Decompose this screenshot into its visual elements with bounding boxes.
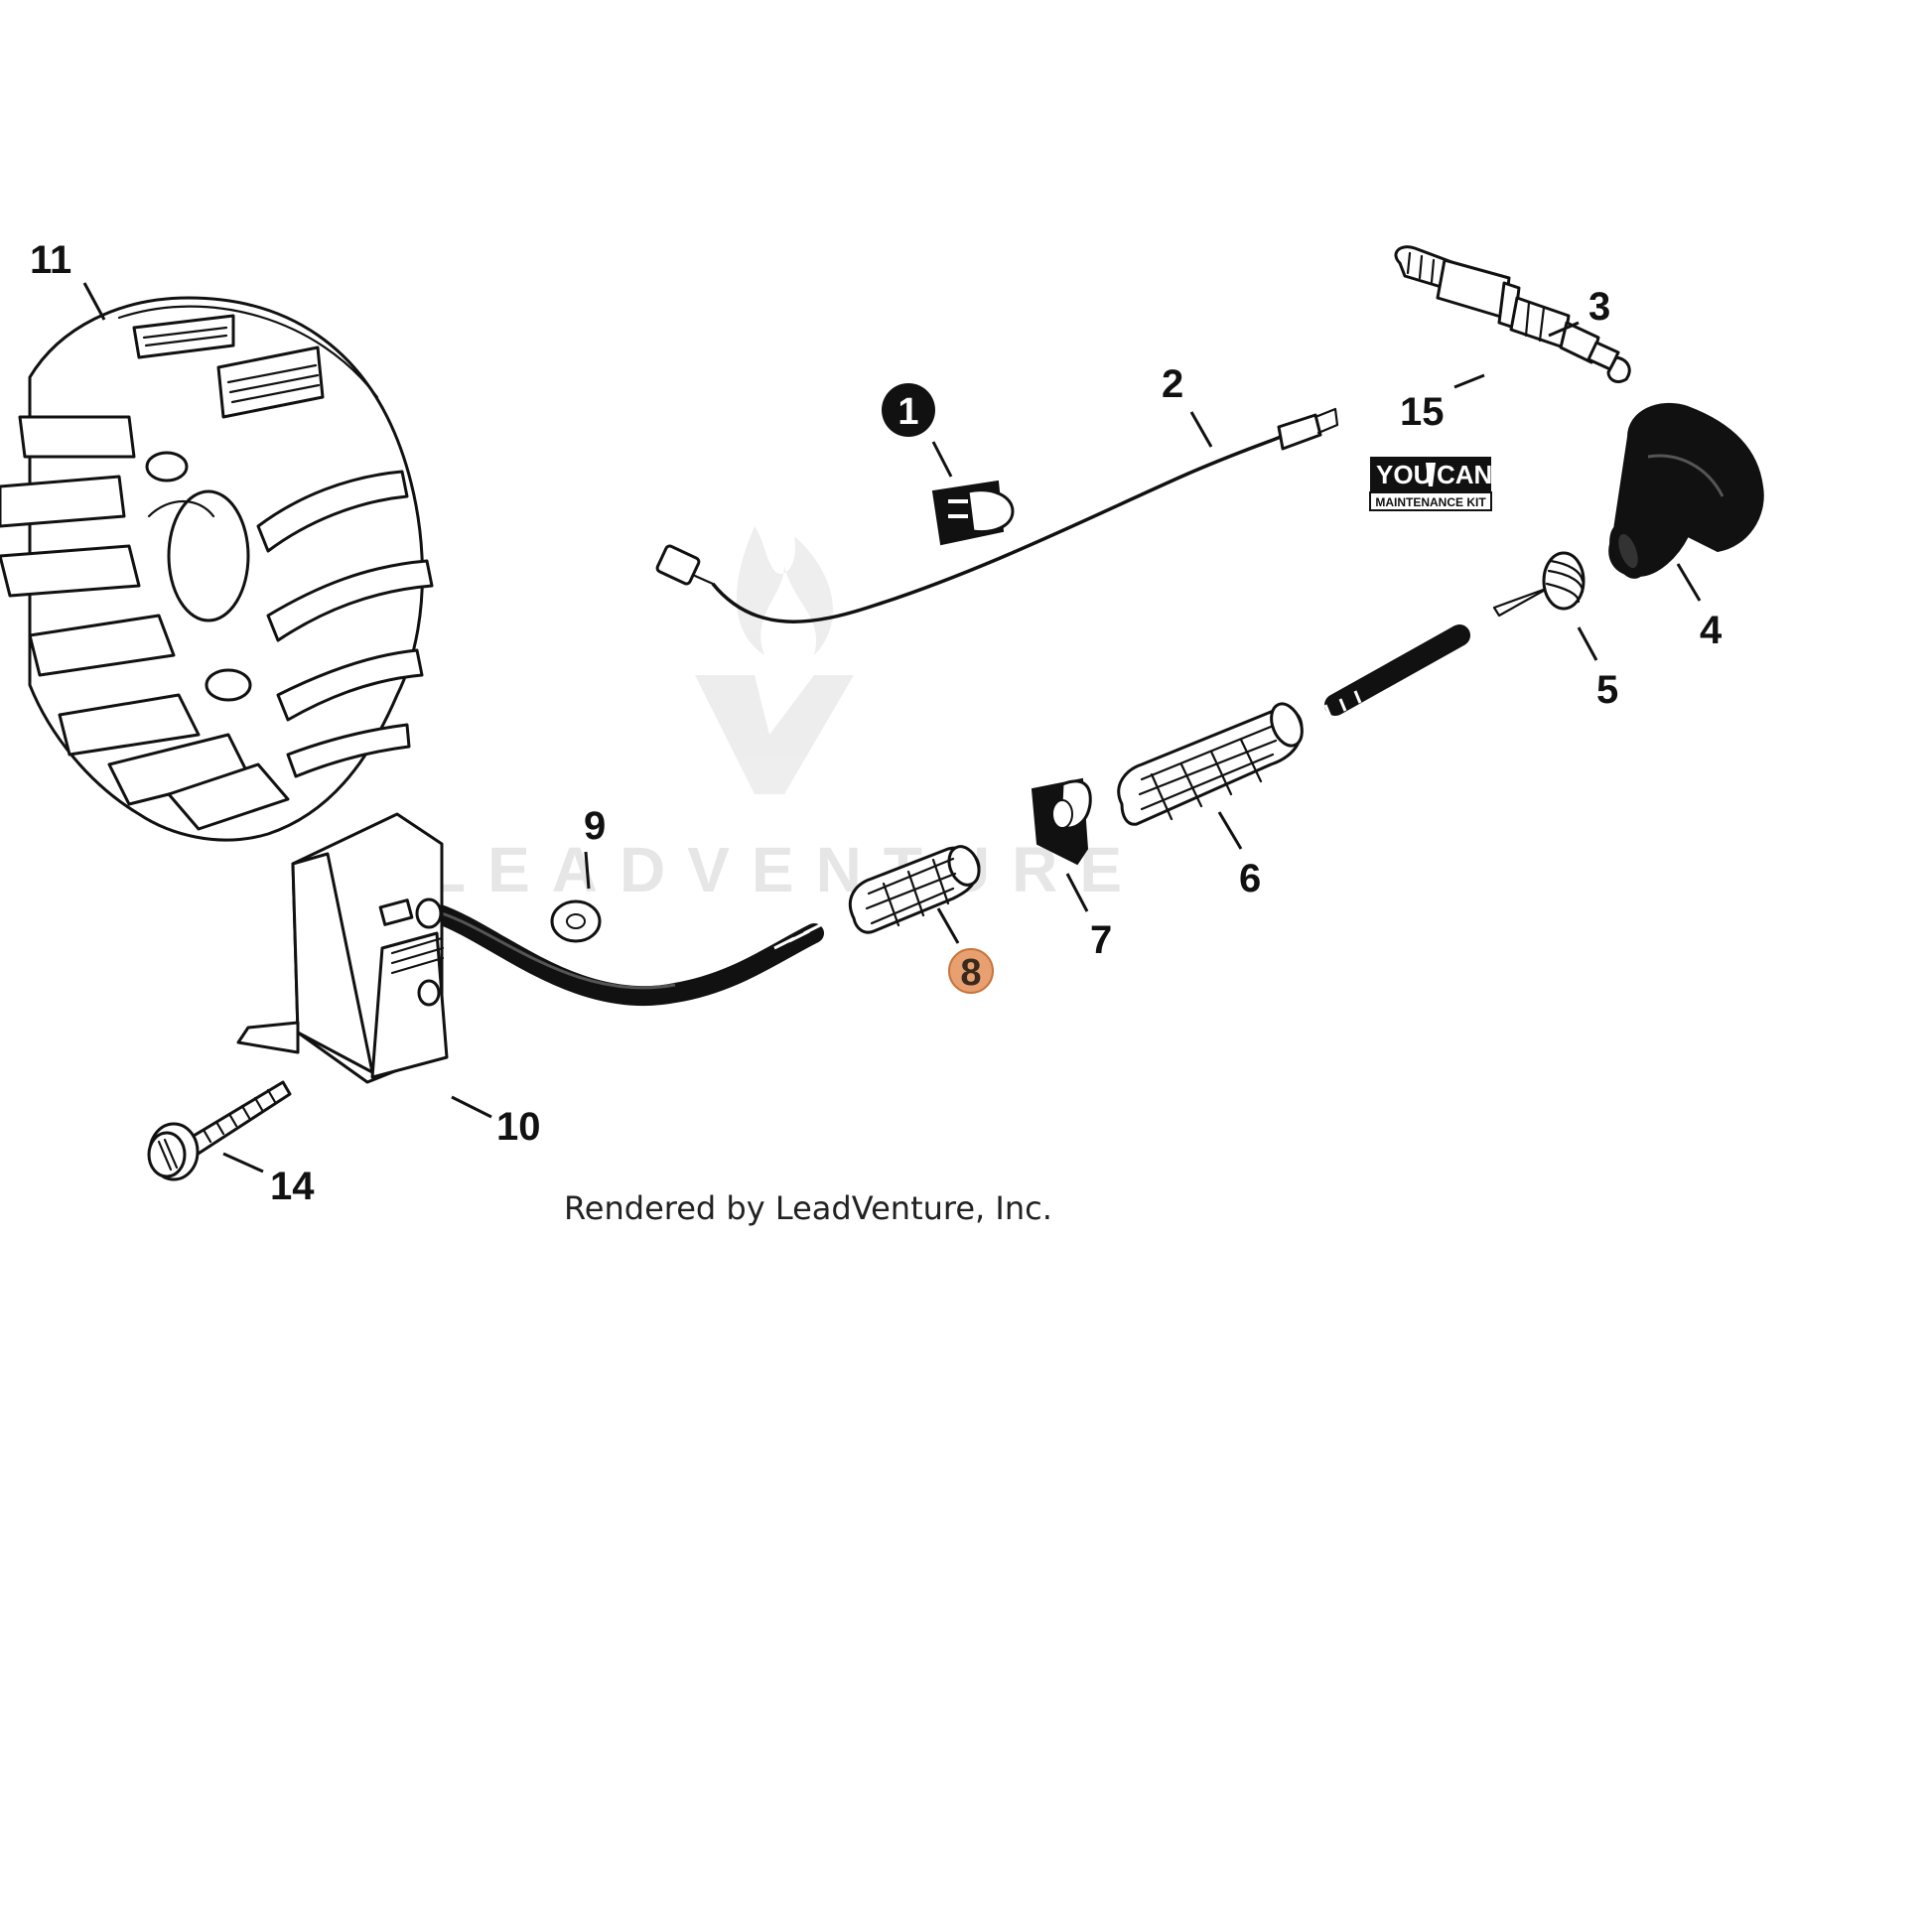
grommet-7-part[interactable] [1031,777,1092,866]
callout-3[interactable]: 3 [1588,285,1610,329]
sleeve-part[interactable] [1117,699,1308,826]
callout-7[interactable]: 7 [1090,918,1112,962]
grommet-part[interactable] [931,480,1015,546]
wrench-icon [1426,463,1436,486]
svg-text:9: 9 [584,804,606,848]
callout-14[interactable]: 11 [30,238,71,282]
svg-text:7: 7 [1090,918,1112,962]
watermark-text: LEADVENTURE [427,834,1144,905]
callout-4[interactable]: 4 [1700,609,1723,652]
svg-text:14: 14 [270,1165,315,1208]
watermark-logo [695,526,854,794]
badge-you: YOU [1376,460,1432,489]
spring-part[interactable] [1492,551,1586,618]
washer-part[interactable] [550,899,602,943]
svg-text:15: 15 [1400,390,1445,434]
callout-8-highlighted[interactable]: 8 [948,948,994,994]
svg-text:11: 11 [30,238,71,282]
maintenance-kit-badge: YOU CAN MAINTENANCE KIT [1369,457,1492,511]
ignition-module-part[interactable] [236,812,825,1084]
flywheel-part[interactable] [0,296,434,842]
callout-9[interactable]: 9 [584,804,606,848]
svg-text:2: 2 [1162,362,1183,406]
leader-lines [82,282,1702,1173]
svg-text:3: 3 [1588,285,1610,329]
callout-6[interactable]: 6 [1239,857,1261,900]
svg-text:10: 10 [496,1105,541,1149]
svg-text:5: 5 [1596,668,1618,712]
callout-11[interactable]: 14 [270,1165,315,1208]
screw-part[interactable] [147,1080,292,1181]
lead-wire-part[interactable] [655,407,1339,623]
callout-10[interactable]: 10 [496,1105,541,1149]
badge-can: CAN [1437,460,1492,489]
callout-1[interactable]: 1 [882,383,935,437]
callout-5[interactable]: 5 [1596,668,1618,712]
short-sleeve-part[interactable] [848,842,984,934]
spark-plug-boot-part[interactable] [1603,402,1764,583]
badge-kit: MAINTENANCE KIT [1375,495,1486,509]
ignition-lead-end [1323,624,1470,718]
svg-text:6: 6 [1239,857,1261,900]
svg-text:1: 1 [897,391,918,433]
callout-15[interactable]: 15 [1400,390,1445,434]
svg-text:4: 4 [1700,609,1723,652]
callout-2[interactable]: 2 [1162,362,1183,406]
svg-text:8: 8 [960,952,981,994]
spark-plug-part[interactable] [1394,245,1631,383]
credit-text: Rendered by LeadVenture, Inc. [564,1189,1052,1227]
